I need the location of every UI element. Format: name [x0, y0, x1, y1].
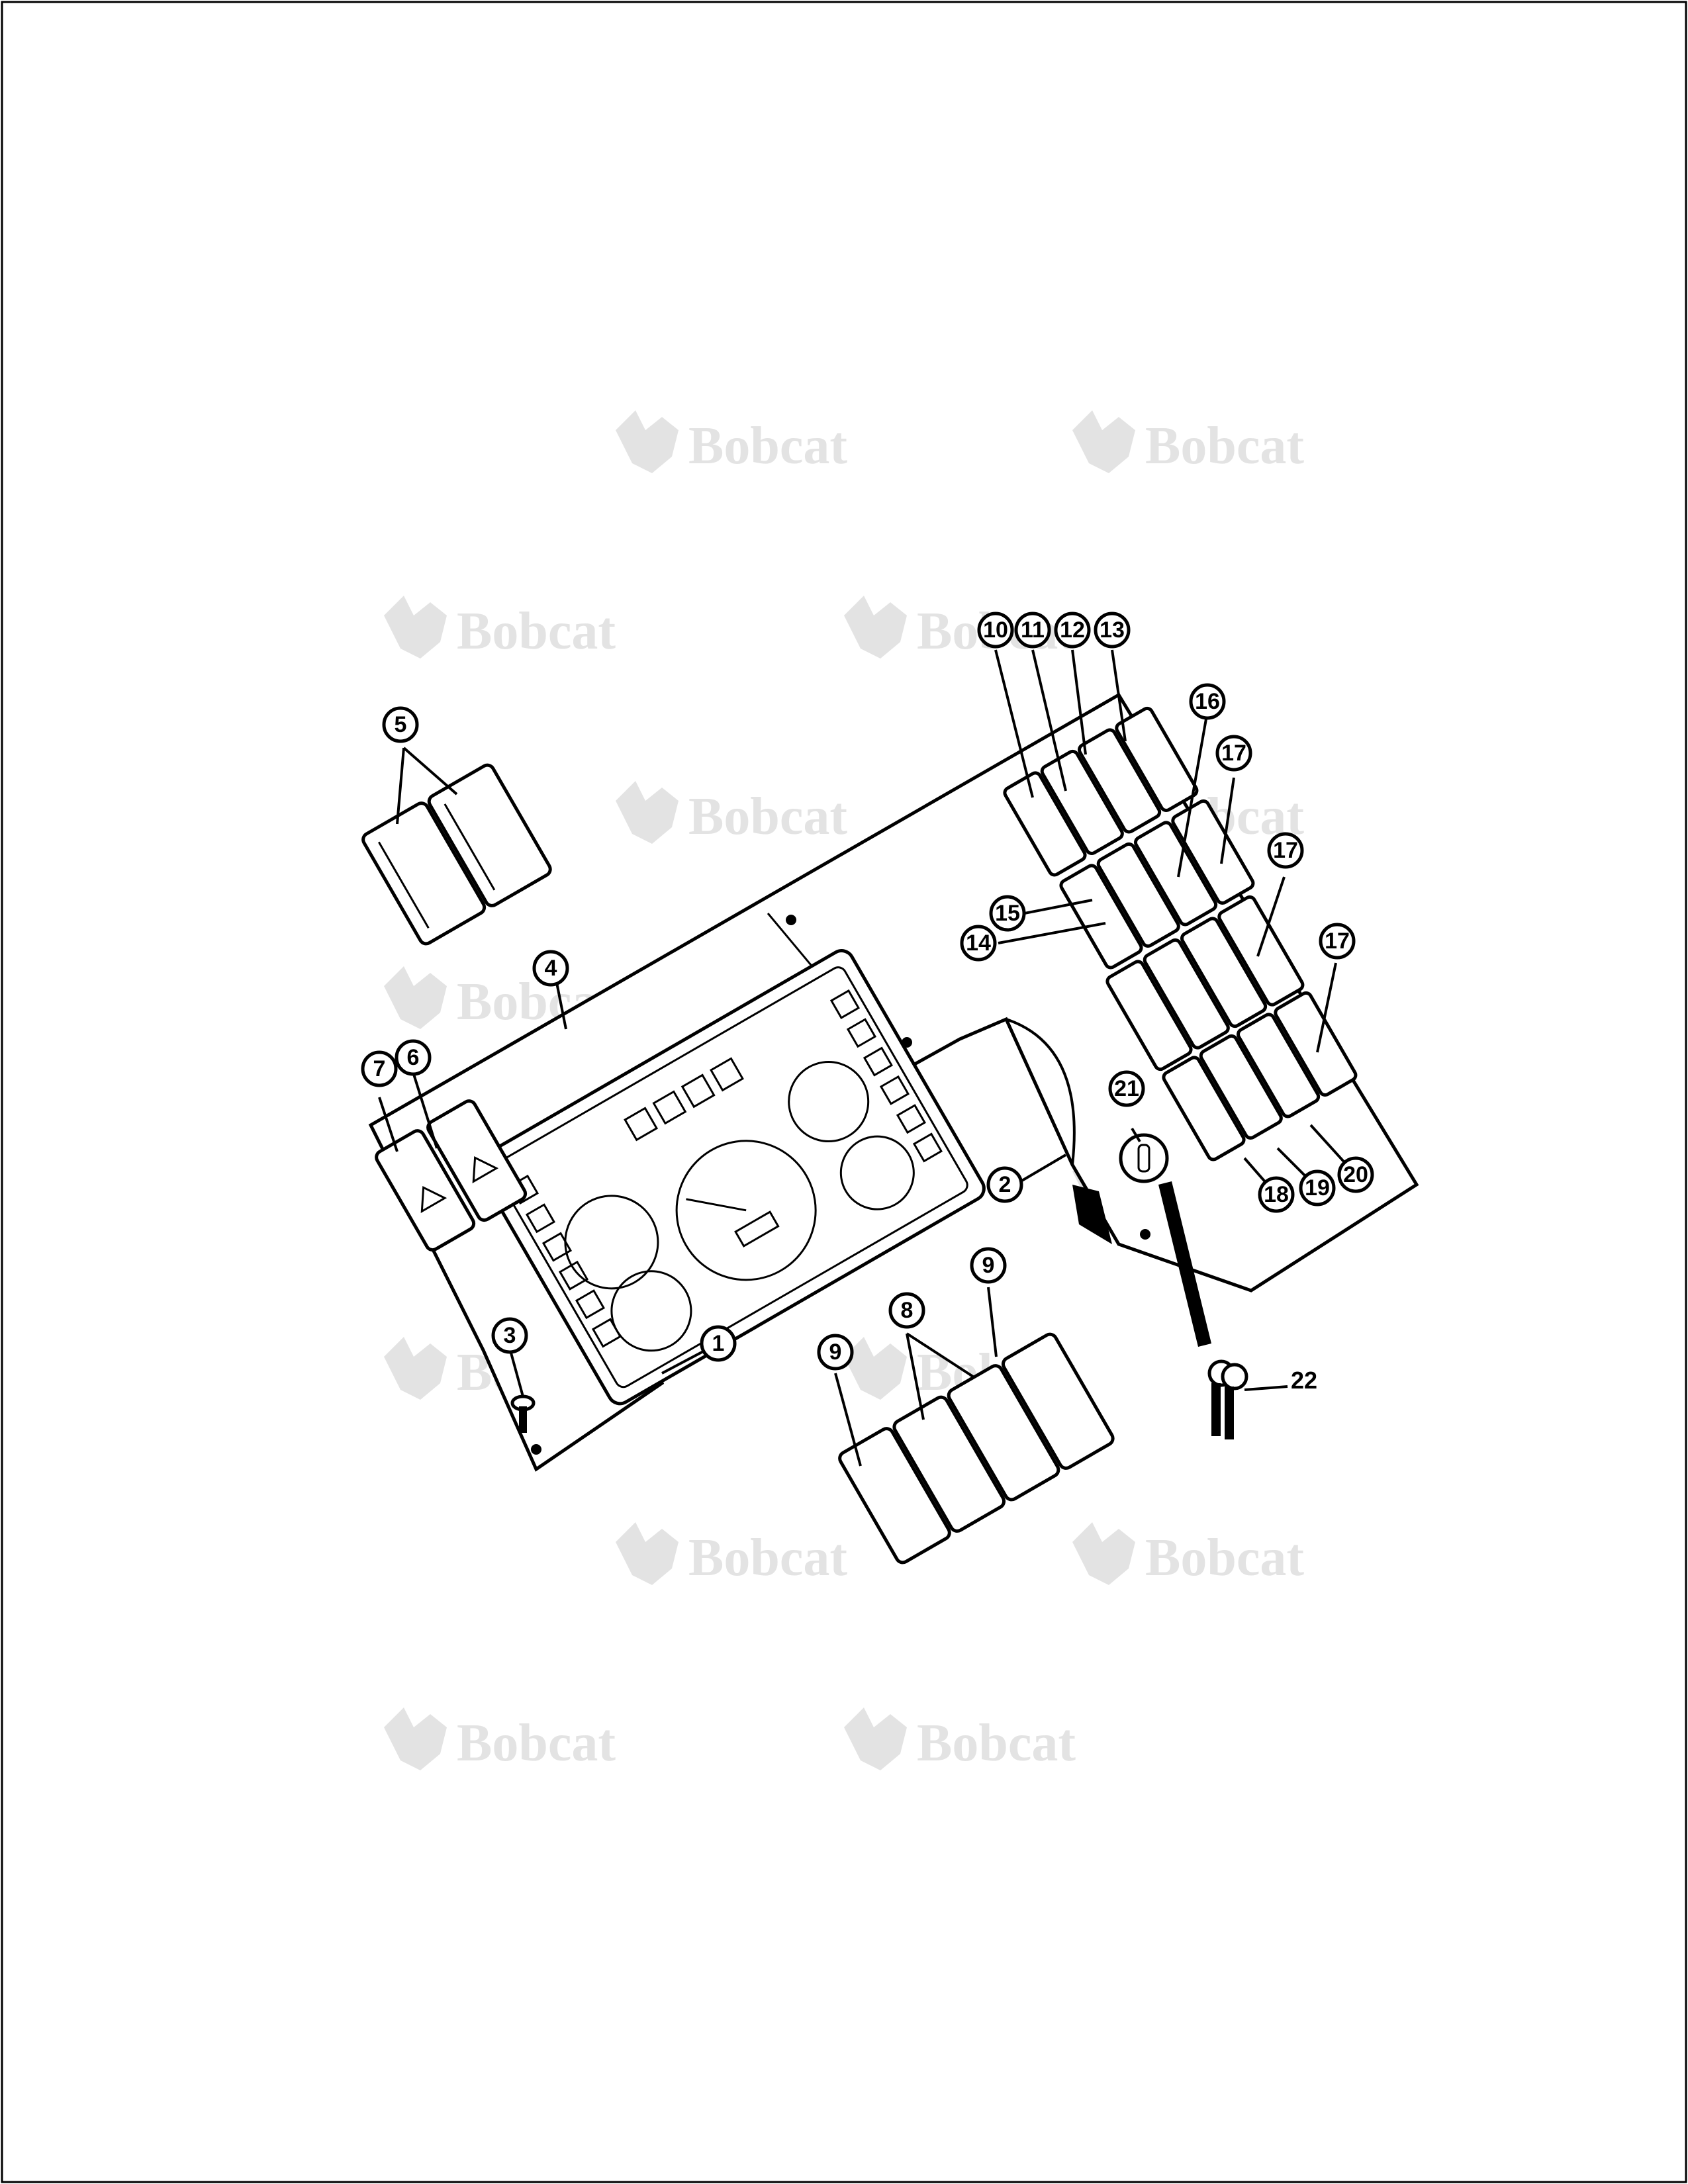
watermark-text: Bobcat: [457, 602, 616, 660]
bobcat-logo-icon: [616, 781, 679, 844]
callout-1: 1: [700, 1325, 737, 1362]
hour-meter-icon: [734, 1210, 780, 1248]
callout-17c: 17: [1319, 923, 1356, 960]
wire-harness: [1006, 1018, 1076, 1165]
callout-label: 21: [1114, 1076, 1139, 1101]
callout-label: 20: [1343, 1162, 1368, 1187]
watermark-text: Bobcat: [1145, 1529, 1304, 1587]
key-pointer: [1158, 1181, 1211, 1347]
callout-6: 6: [395, 1039, 432, 1076]
label-22: 22: [1291, 1367, 1317, 1394]
switch-bank-bottom: [1162, 991, 1358, 1161]
callout-label: 11: [1021, 617, 1045, 643]
switch-pair-left: [375, 1099, 528, 1252]
bobcat-logo-icon: [616, 1522, 679, 1585]
callout-label: 3: [504, 1323, 516, 1348]
callout-label: 2: [999, 1172, 1011, 1197]
callout-label: 9: [982, 1253, 995, 1278]
bobcat-logo-icon: [384, 1337, 447, 1400]
callout-label: 17: [1325, 929, 1350, 954]
callout-5: 5: [382, 706, 419, 743]
callout-label: 5: [395, 712, 407, 737]
bobcat-logo-icon: [844, 1337, 907, 1400]
bobcat-logo-icon: [1072, 410, 1135, 473]
callout-10: 10: [977, 612, 1014, 649]
keys: [1207, 1359, 1248, 1439]
callout-15: 15: [989, 895, 1026, 932]
callout-label: 9: [829, 1340, 842, 1365]
callout-4: 4: [532, 950, 569, 987]
switch-bank-third: [1105, 895, 1305, 1071]
tachometer-icon: [675, 1140, 817, 1281]
watermark-text: Bobcat: [688, 417, 847, 475]
bobcat-logo-icon: [616, 410, 679, 473]
callout-label: 6: [407, 1045, 420, 1070]
switch-bank-second: [1059, 799, 1255, 970]
callout-label: 19: [1305, 1175, 1330, 1201]
callout-label: 1: [712, 1331, 725, 1356]
bobcat-logo-icon: [844, 1707, 907, 1770]
bobcat-logo-icon: [1072, 1522, 1135, 1585]
callout-label: 12: [1060, 617, 1085, 643]
callout-label: 8: [901, 1298, 914, 1323]
callout-label: 17: [1221, 741, 1246, 766]
callout-3: 3: [491, 1317, 528, 1354]
screw: [510, 1394, 536, 1433]
callout-7: 7: [361, 1050, 398, 1087]
callout-19: 19: [1299, 1169, 1336, 1206]
callout-label: 16: [1195, 689, 1220, 714]
callout-8: 8: [888, 1292, 925, 1329]
watermark-text: Bobcat: [1145, 417, 1304, 475]
callout-label: 10: [983, 617, 1008, 643]
callout-label: 17: [1273, 838, 1298, 863]
leader-lines: [378, 649, 1357, 1467]
callout-2: 2: [986, 1166, 1023, 1203]
watermark-text: Bobcat: [917, 1714, 1076, 1772]
callout-13: 13: [1094, 612, 1131, 649]
fuel-gauge-icon: [788, 1061, 870, 1143]
callout-12: 12: [1054, 612, 1091, 649]
callout-label: 15: [995, 901, 1020, 926]
callout-14: 14: [960, 925, 997, 962]
hazard-triangle-icon: [420, 1185, 447, 1213]
callout-label: 18: [1264, 1182, 1289, 1207]
callout-label: 7: [373, 1056, 386, 1081]
bobcat-logo-icon: [844, 596, 907, 659]
switch-set-items-8-9: [838, 1332, 1115, 1565]
ignition-switch: [1119, 1133, 1169, 1183]
switch-pair-item-5: [361, 763, 552, 946]
callout-18: 18: [1258, 1176, 1295, 1213]
callout-9a: 9: [817, 1334, 854, 1371]
callout-9b: 9: [970, 1247, 1007, 1284]
bobcat-logo-icon: [384, 596, 447, 659]
callout-11: 11: [1014, 612, 1051, 649]
watermark-text: Bobcat: [688, 1529, 847, 1587]
callout-label: 4: [545, 956, 557, 981]
watermark-text: Bobcat: [688, 788, 847, 846]
bobcat-logo-icon: [384, 966, 447, 1029]
temp-gauge-icon: [839, 1135, 915, 1210]
harness-connector: [1072, 1185, 1112, 1244]
callout-16: 16: [1189, 683, 1226, 720]
instrument-cluster: [476, 949, 986, 1406]
callout-label: 14: [966, 931, 991, 956]
callout-17a: 17: [1215, 735, 1252, 772]
callout-17b: 17: [1267, 832, 1304, 869]
callout-label: 13: [1100, 617, 1125, 643]
callout-21: 21: [1108, 1070, 1145, 1107]
watermark-text: Bobcat: [457, 1714, 616, 1772]
bobcat-logo-icon: [384, 1707, 447, 1770]
hazard-triangle-icon: [472, 1156, 499, 1183]
callout-20: 20: [1337, 1156, 1374, 1193]
